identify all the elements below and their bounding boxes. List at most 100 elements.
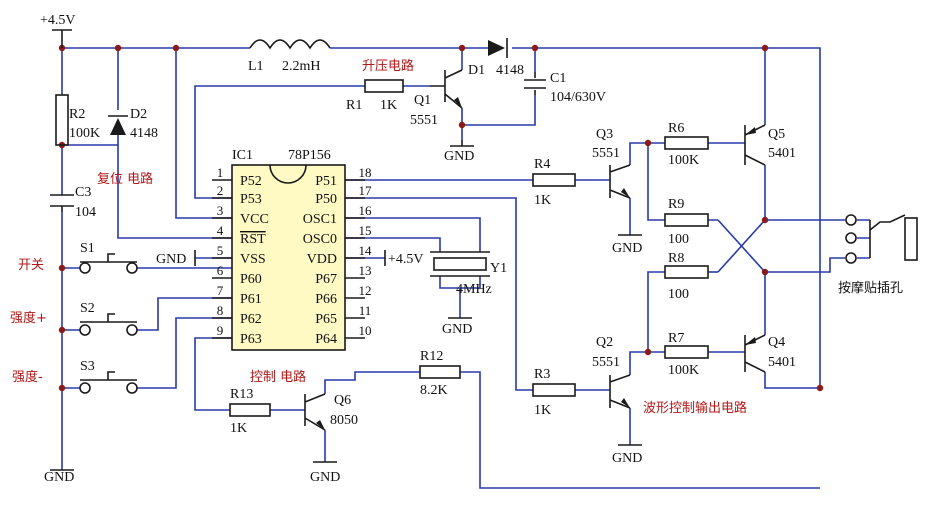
ic-pin-number-18: 18	[359, 165, 372, 180]
ic-pin-name-14: VDD	[307, 252, 337, 267]
ic-pin-name-15: OSC0	[303, 232, 337, 247]
label-vdd: +4.5V	[388, 252, 424, 267]
ic-pin-number-11: 11	[359, 303, 372, 318]
label-switch-up: 强度+	[10, 310, 47, 326]
transistor-q4	[744, 334, 766, 373]
label-c3-ref: C3	[75, 185, 91, 200]
resistor-r13	[229, 403, 271, 417]
label-q2-ref: Q2	[596, 335, 613, 350]
ic-pin-name-18: P51	[315, 174, 337, 189]
label-gnd-vss: GND	[156, 252, 186, 267]
label-r6-val: 100K	[668, 153, 699, 168]
label-s1: S1	[80, 241, 95, 256]
label-c1-ref: C1	[550, 71, 566, 86]
transistor-q5	[744, 124, 766, 166]
label-q1-val: 5551	[410, 113, 438, 128]
inductor-l1	[249, 39, 331, 50]
label-r4-ref: R4	[534, 157, 550, 172]
label-ic-part: 78P156	[288, 148, 331, 163]
transistor-q3	[609, 164, 631, 199]
label-reset-circuit: 复位 电路	[97, 171, 153, 187]
ic-pin-name-11: P65	[315, 312, 337, 327]
label-q5-ref: Q5	[768, 127, 785, 142]
label-s2: S2	[80, 301, 95, 316]
massage-pad-jack	[845, 214, 918, 264]
resistor-r9	[664, 213, 709, 227]
label-d2-ref: D2	[130, 107, 147, 122]
switch-s1	[79, 253, 138, 274]
gnd-symbol-q1	[450, 140, 474, 147]
label-switch-down: 强度-	[12, 369, 43, 385]
capacitor-c1	[524, 72, 546, 95]
resistor-r8	[664, 265, 709, 279]
label-q6-val: 8050	[330, 413, 358, 428]
label-r2-ref: R2	[69, 107, 85, 122]
label-vcc-top: +4.5V	[40, 13, 76, 28]
label-gnd-left: GND	[44, 470, 74, 485]
label-r7-val: 100K	[668, 363, 699, 378]
ic-pin-number-3: 3	[217, 203, 224, 218]
label-r1-ref: R1	[346, 98, 362, 113]
label-q5-val: 5401	[768, 146, 796, 161]
label-r9-ref: R9	[668, 197, 684, 212]
label-q2-val: 5551	[592, 355, 620, 370]
ic-pin-name-13: P67	[315, 272, 337, 287]
label-q3-ref: Q3	[596, 127, 613, 142]
switch-s2	[79, 313, 138, 336]
label-jack: 按摩贴插孔	[838, 280, 903, 296]
ic-pin-number-7: 7	[217, 283, 224, 298]
switch-s3	[79, 371, 138, 394]
ic-pin-number-17: 17	[359, 183, 373, 198]
label-r3-ref: R3	[534, 367, 550, 382]
label-r8-val: 100	[668, 287, 689, 302]
ic-pin-number-6: 6	[217, 263, 224, 278]
ic-pin-number-10: 10	[359, 323, 372, 338]
label-gnd-q2: GND	[612, 451, 642, 466]
ic-pin-name-8: P62	[240, 312, 262, 327]
label-l1-val: 2.2mH	[282, 59, 321, 74]
label-r12-ref: R12	[420, 349, 443, 364]
label-l1-ref: L1	[248, 59, 264, 74]
label-r9-val: 100	[668, 232, 689, 247]
resistor-r6	[664, 136, 709, 150]
ic-pin-name-6: P60	[240, 272, 262, 287]
label-gnd-y1: GND	[442, 322, 472, 337]
ic-pin-name-3: VCC	[240, 212, 269, 227]
label-ic-ref: IC1	[232, 148, 253, 163]
label-y1-val: 4MHz	[456, 282, 492, 297]
resistor-r2	[55, 94, 69, 146]
resistor-r12	[419, 365, 461, 379]
label-r1-val: 1K	[380, 98, 397, 113]
label-d2-val: 4148	[130, 126, 158, 141]
ic1-78p156	[212, 164, 365, 351]
label-r3-val: 1K	[534, 403, 551, 418]
label-q1-ref: Q1	[414, 93, 431, 108]
transistor-q1	[430, 69, 463, 109]
ic-pin-number-14: 14	[359, 243, 373, 258]
label-r13-val: 1K	[230, 421, 247, 436]
label-gnd-q1: GND	[444, 149, 474, 164]
ic-pin-name-4: RST	[240, 232, 266, 247]
label-boost-circuit: 升压电路	[362, 58, 414, 74]
ic-pin-name-17: P50	[315, 192, 337, 207]
label-q4-ref: Q4	[768, 335, 785, 350]
label-switch-on: 开关	[18, 258, 44, 273]
ic-pin-name-5: VSS	[240, 252, 266, 267]
label-y1-ref: Y1	[490, 261, 507, 276]
ic-pin-number-2: 2	[217, 183, 224, 198]
label-r4-val: 1K	[534, 193, 551, 208]
label-s3: S3	[80, 359, 95, 374]
resistor-r1	[364, 79, 404, 93]
label-q3-val: 5551	[592, 146, 620, 161]
label-r6-ref: R6	[668, 121, 684, 136]
ic-pin-name-12: P66	[315, 292, 337, 307]
transistor-q2	[609, 374, 631, 409]
label-q6-ref: Q6	[334, 393, 351, 408]
label-d1-val: 4148	[496, 63, 524, 78]
label-r12-val: 8.2K	[420, 383, 448, 398]
ic1-pin-labels: 1P522P533VCC4RST5VSS6P607P618P629P6318P5…	[217, 165, 372, 347]
ic-pin-number-15: 15	[359, 223, 372, 238]
crystal-y1	[430, 251, 490, 277]
resistor-r7	[664, 345, 709, 359]
